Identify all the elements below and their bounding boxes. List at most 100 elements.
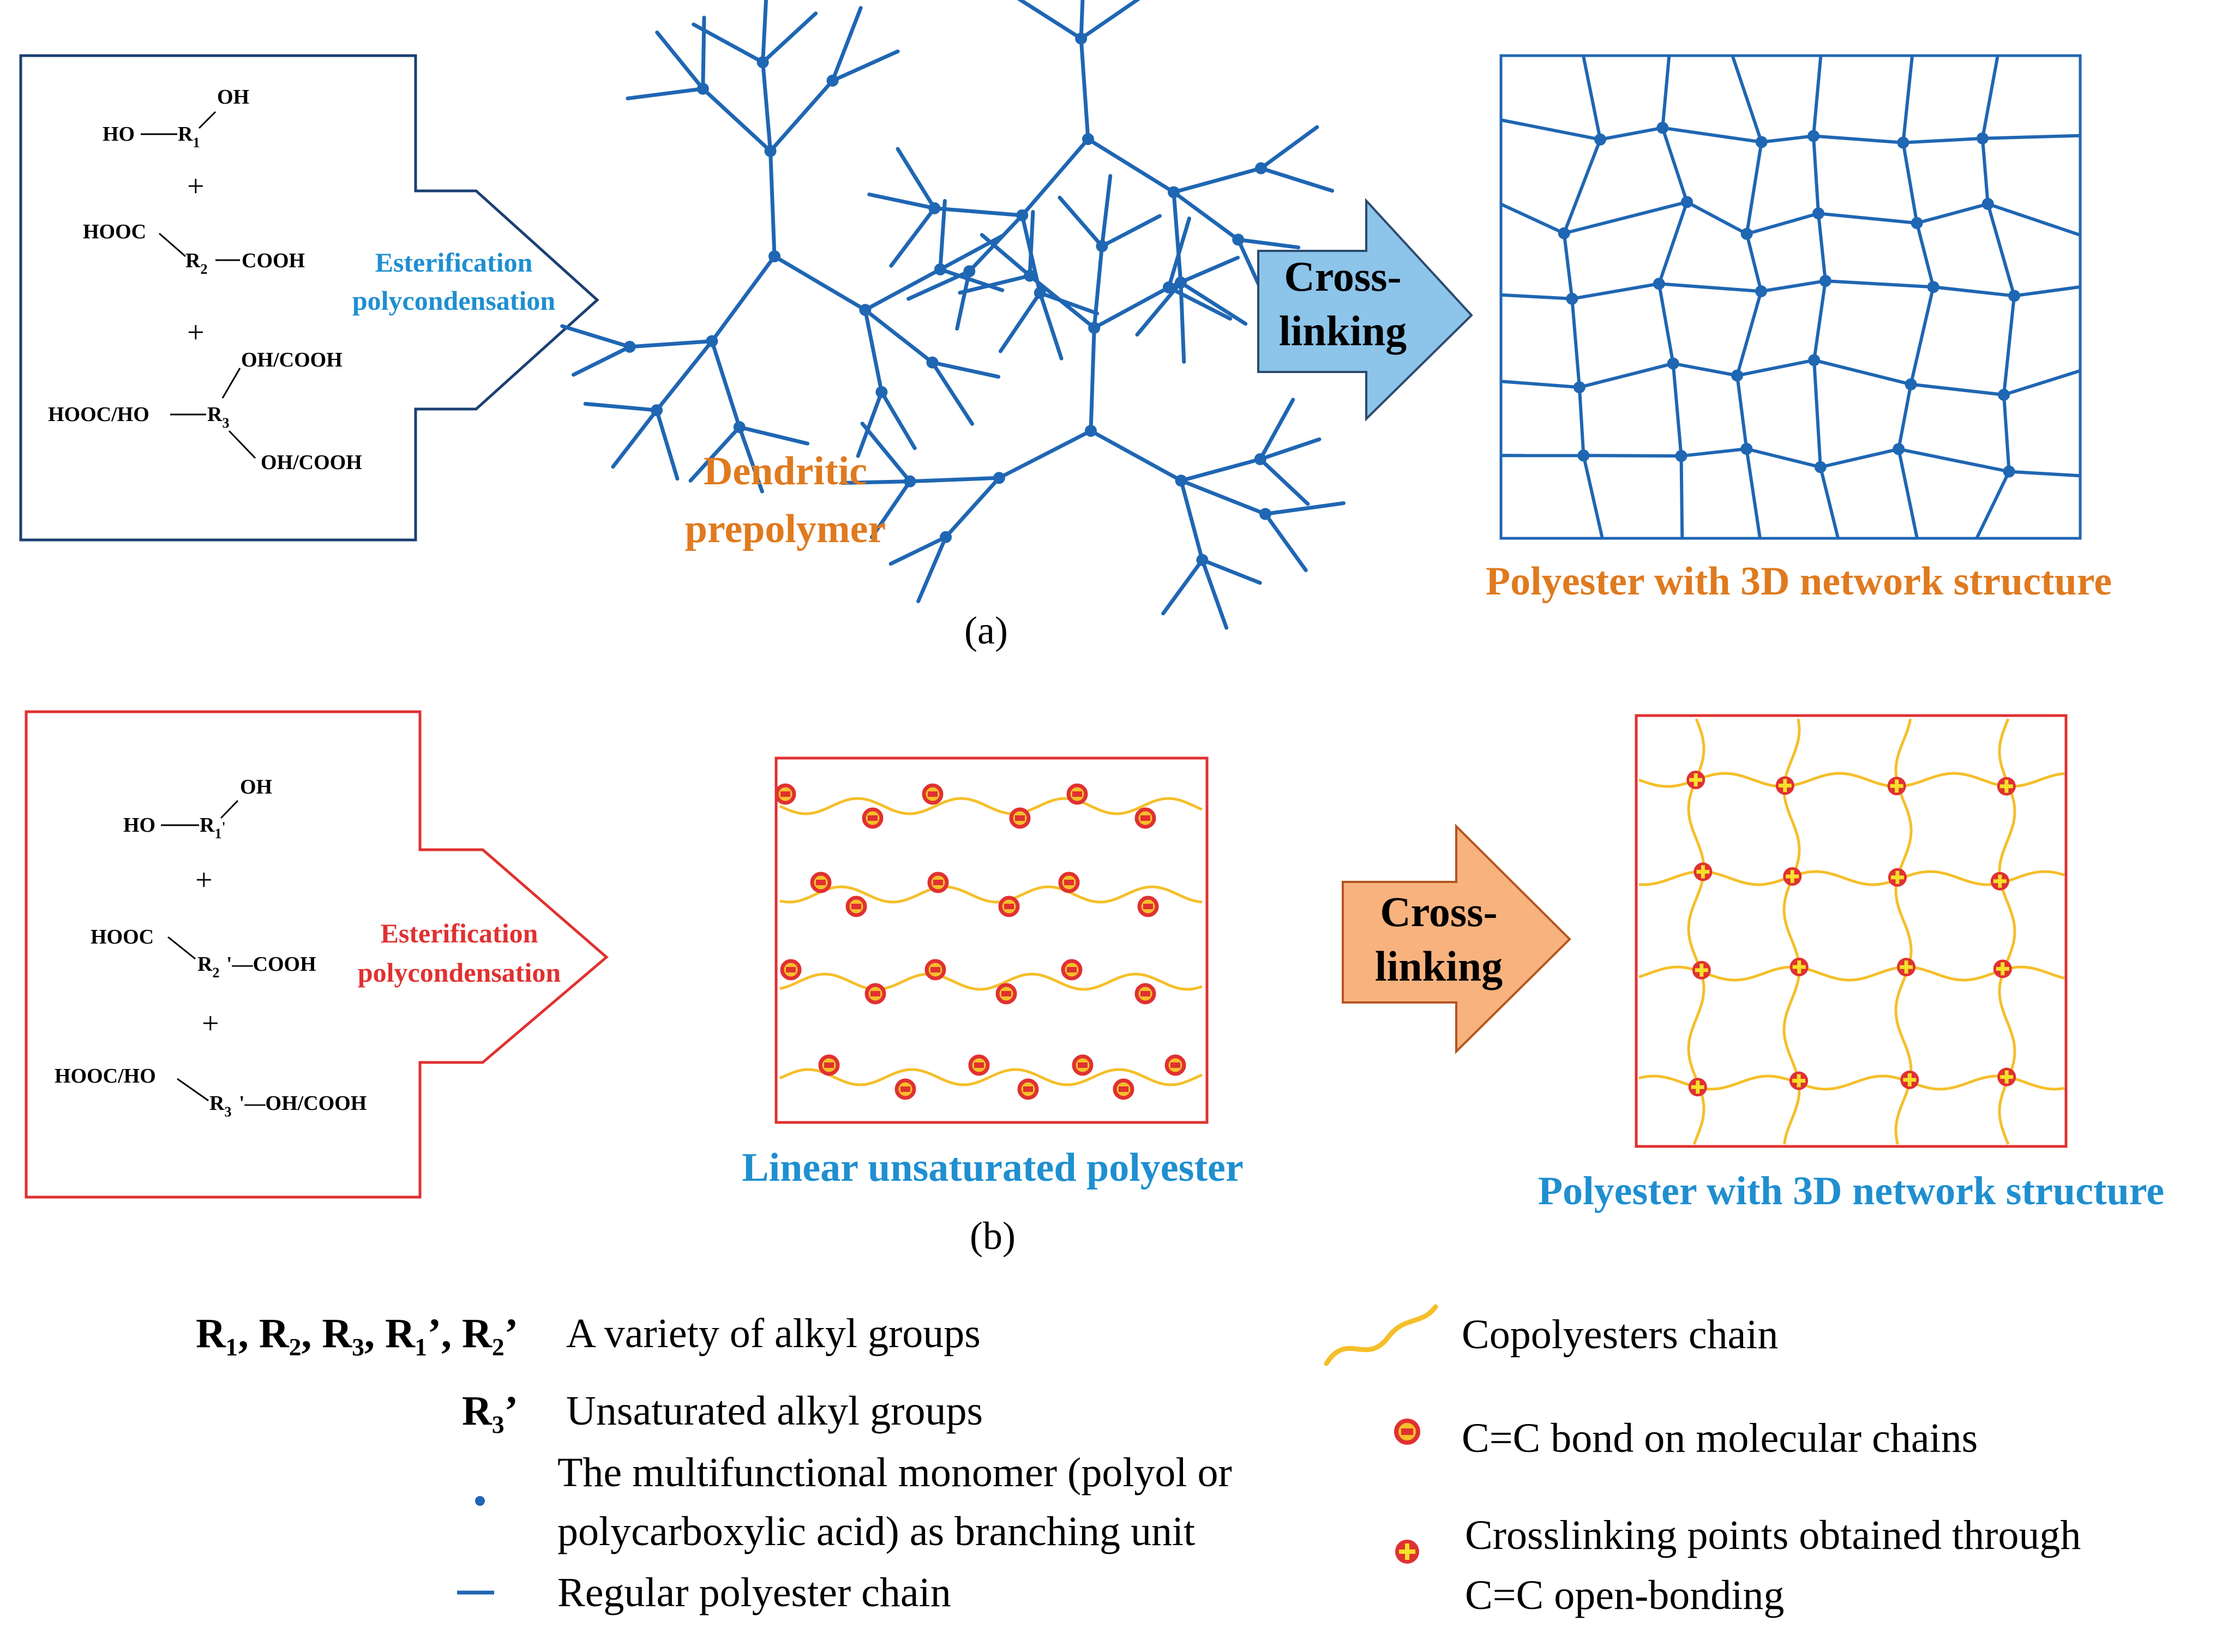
dendrimer-bond xyxy=(761,0,768,64)
dendrimer-bond xyxy=(611,408,659,469)
network-node xyxy=(1976,132,1989,145)
cc-bond-bar xyxy=(933,880,943,885)
branching-unit-dot xyxy=(696,82,709,95)
network-bond xyxy=(1811,136,1820,214)
plus-b2: + xyxy=(202,1007,219,1041)
crosslink-bar-v xyxy=(1907,1073,1912,1086)
dendrimer-bond xyxy=(761,11,818,64)
branching-unit-dot xyxy=(1085,425,1097,437)
dendrimer-bond xyxy=(938,199,947,272)
dendrimer-bond xyxy=(1172,190,1183,285)
cc-bond-bar xyxy=(1067,967,1077,972)
crosslink-bar-v xyxy=(1783,779,1787,792)
panel-b-reaction-line1: Esterification xyxy=(381,918,538,948)
crosslink-bar-v xyxy=(1797,960,1801,974)
network-bond xyxy=(1745,448,1762,539)
network-node xyxy=(1998,388,2010,401)
network-bond xyxy=(1735,375,1749,449)
dendrimer-bond xyxy=(772,254,867,312)
dendrimer-bond xyxy=(967,213,1024,273)
intermediate-a-line2: prepolymer xyxy=(685,507,886,551)
branching-unit-dot xyxy=(756,56,769,69)
network-bond xyxy=(1813,358,1912,386)
r1p-label: R1' xyxy=(200,814,226,842)
product-b: Polyester with 3D network structure xyxy=(1538,1169,2164,1214)
dendrimer-bond xyxy=(1200,558,1229,630)
dendrimer-bond xyxy=(863,308,884,394)
branching-unit-dot-icon xyxy=(475,1496,485,1506)
r1-label: R1 xyxy=(178,123,200,151)
network-bond xyxy=(1982,134,2081,140)
dendrimer-bond xyxy=(896,147,936,211)
crosslink-bar-v xyxy=(1693,773,1698,786)
dendrimer-bond xyxy=(1167,255,1240,290)
polyester-chain xyxy=(779,797,1203,815)
crosslink-bar-v xyxy=(1797,1074,1801,1088)
branching-unit-dot xyxy=(1024,269,1036,282)
dendrimer-bond xyxy=(997,429,1093,480)
dendrimer-bond xyxy=(1259,125,1319,170)
dendrimer-bond xyxy=(1092,244,1104,330)
branching-unit-dot xyxy=(963,265,976,278)
crosslink-bar-v xyxy=(1696,1080,1700,1094)
dendrimer-bond xyxy=(761,60,773,153)
legend-alkyl-symbol: R₁, R₂, R₃, R₁’, R₂’ xyxy=(196,1311,518,1356)
branching-unit-dot xyxy=(1259,508,1271,520)
dendrimer-bond xyxy=(583,401,659,412)
branching-unit-dot xyxy=(859,304,872,316)
cc-bond-bar xyxy=(1015,815,1025,821)
network-node xyxy=(1667,357,1679,370)
dendrimer-bond xyxy=(958,274,1032,295)
dendrimer-bond xyxy=(863,308,934,365)
network-bond xyxy=(1820,447,1899,469)
branching-unit-dot xyxy=(768,250,780,262)
r3-bottom: OH/COOH xyxy=(261,451,362,474)
r3-left: HOOC/HO xyxy=(48,403,149,426)
dendrimer-bond xyxy=(932,206,1024,218)
dendrimer-bond xyxy=(628,339,714,349)
network-node xyxy=(1681,196,1693,208)
network-bond xyxy=(1746,212,1819,236)
branching-unit-dot xyxy=(940,531,952,543)
branching-unit-dot xyxy=(928,202,941,214)
dendrimer-bond xyxy=(888,535,948,566)
crosslink-a-line1: Cross- xyxy=(1284,253,1401,300)
crosslink-bar-v xyxy=(1701,865,1705,879)
network-node xyxy=(1927,281,1939,293)
network-bond xyxy=(1735,291,1763,376)
cc-bond-icon xyxy=(1394,1419,1420,1445)
network-bond xyxy=(1897,448,1919,539)
branching-unit-dot xyxy=(1254,453,1266,465)
network-bond xyxy=(1562,139,1602,234)
dendrimer-bond xyxy=(879,390,917,450)
cc-bond-bar xyxy=(816,880,826,885)
crosslink-bar-v xyxy=(1895,779,1899,793)
cc-bond-bar xyxy=(1140,815,1150,821)
network-bond xyxy=(1901,142,1919,224)
branching-unit-dot xyxy=(1096,240,1108,253)
dendrimer-bond xyxy=(1179,457,1263,483)
cc-bond-bar xyxy=(974,1062,984,1068)
network-node xyxy=(1981,197,1994,210)
network-bond xyxy=(1901,55,1914,143)
cc-bond-bar xyxy=(928,791,938,797)
network-node xyxy=(1905,378,1917,391)
network-node xyxy=(1594,133,1607,146)
dendrimer-bond xyxy=(860,422,912,484)
dendrimer-bond xyxy=(1017,0,1083,41)
network-bond xyxy=(2002,394,2011,472)
legend-unsat-symbol: R₃’ xyxy=(462,1388,518,1434)
r2p-label: R2 xyxy=(197,953,219,981)
cc-bond-bar xyxy=(1023,1086,1033,1092)
dendrimer-bond xyxy=(1179,478,1268,516)
cc-bond-bar xyxy=(930,967,940,972)
dendrimer-bond xyxy=(1167,285,1233,321)
network-bond xyxy=(2002,296,2016,395)
panel-b-reaction-arrow xyxy=(25,710,609,1199)
r1p-ho: HO xyxy=(123,814,155,837)
dendrimer-bond xyxy=(1086,137,1176,194)
network-bond xyxy=(1562,233,1574,299)
dendrimer-bond xyxy=(1020,137,1090,218)
legend-xlink-line2: C=C open-bonding xyxy=(1465,1572,1784,1618)
network-bond xyxy=(1911,382,2004,397)
